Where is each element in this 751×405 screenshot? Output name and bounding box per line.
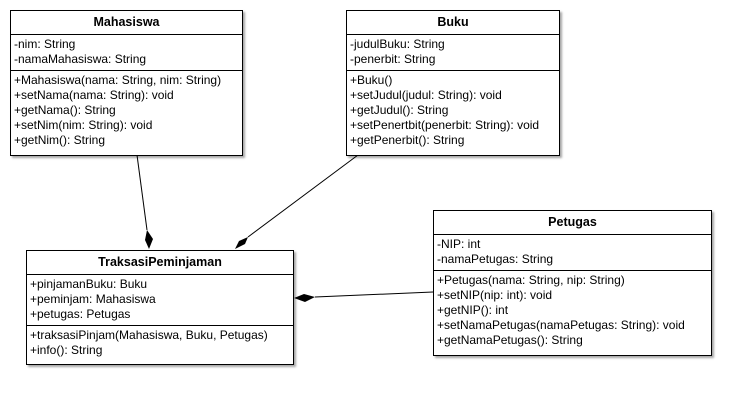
attribute: +peminjam: Mahasiswa — [30, 292, 156, 306]
attribute: -judulBuku: String — [350, 37, 445, 51]
attribute: -namaPetugas: String — [437, 252, 554, 266]
operation: +Buku() — [350, 73, 393, 87]
mahasiswa-composition-line — [136, 154, 148, 231]
attributes-section: +pinjamanBuku: Buku +peminjam: Mahasiswa… — [27, 275, 293, 325]
buku-class[interactable]: Buku -judulBuku: String -penerbit: Strin… — [346, 10, 560, 156]
petugas-class[interactable]: Petugas -NIP: int -namaPetugas: String +… — [433, 210, 712, 356]
class-name: Petugas — [434, 211, 711, 235]
operation: +info(): String — [30, 343, 103, 357]
mahasiswa-composition-diamond — [145, 230, 153, 249]
attributes-section: -judulBuku: String -penerbit: String — [347, 35, 559, 70]
operation: +getJudul(): String — [350, 103, 449, 117]
attribute: +pinjamanBuku: Buku — [30, 277, 148, 291]
buku-composition-line — [247, 154, 359, 238]
attribute: +petugas: Petugas — [30, 307, 131, 321]
operations-section: +traksasiPinjam(Mahasiswa, Buku, Petugas… — [27, 325, 293, 361]
operation: +setJudul(judul: String): void — [350, 88, 502, 102]
operation: +Mahasiswa(nama: String, nim: String) — [14, 73, 222, 87]
operations-section: +Buku() +setJudul(judul: String): void +… — [347, 70, 559, 151]
operation: +getPenerbit(): String — [350, 133, 465, 147]
attribute: -namaMahasiswa: String — [14, 52, 147, 66]
attribute: -penerbit: String — [350, 52, 436, 66]
operation: +setNama(nama: String): void — [14, 88, 174, 102]
class-name: Buku — [347, 11, 559, 35]
operation: +getNim(): String — [14, 133, 106, 147]
operation: +setNIP(nip: int): void — [437, 288, 553, 302]
traksasi-peminjaman-class[interactable]: TraksasiPeminjaman +pinjamanBuku: Buku +… — [26, 250, 294, 365]
operations-section: +Mahasiswa(nama: String, nim: String) +s… — [11, 70, 242, 151]
operation: +setNamaPetugas(namaPetugas: String): vo… — [437, 318, 685, 332]
buku-composition-diamond — [235, 237, 248, 249]
operation: +traksasiPinjam(Mahasiswa, Buku, Petugas… — [30, 328, 268, 342]
petugas-composition-diamond — [294, 294, 315, 302]
attributes-section: -NIP: int -namaPetugas: String — [434, 235, 711, 270]
attributes-section: -nim: String -namaMahasiswa: String — [11, 35, 242, 70]
class-name: Mahasiswa — [11, 11, 242, 35]
operations-section: +Petugas(nama: String, nip: String) +set… — [434, 270, 711, 351]
operation: +Petugas(nama: String, nip: String) — [437, 273, 625, 287]
attribute: -nim: String — [14, 37, 76, 51]
operation: +setNim(nim: String): void — [14, 118, 153, 132]
attribute: -NIP: int — [437, 237, 481, 251]
operation: +getNama(): String — [14, 103, 116, 117]
operation: +setPenertbit(penerbit: String): void — [350, 118, 540, 132]
mahasiswa-class[interactable]: Mahasiswa -nim: String -namaMahasiswa: S… — [10, 10, 243, 156]
operation: +getNIP(): int — [437, 303, 509, 317]
operation: +getNamaPetugas(): String — [437, 333, 583, 347]
class-name: TraksasiPeminjaman — [27, 251, 293, 275]
petugas-composition-line — [314, 291, 434, 298]
